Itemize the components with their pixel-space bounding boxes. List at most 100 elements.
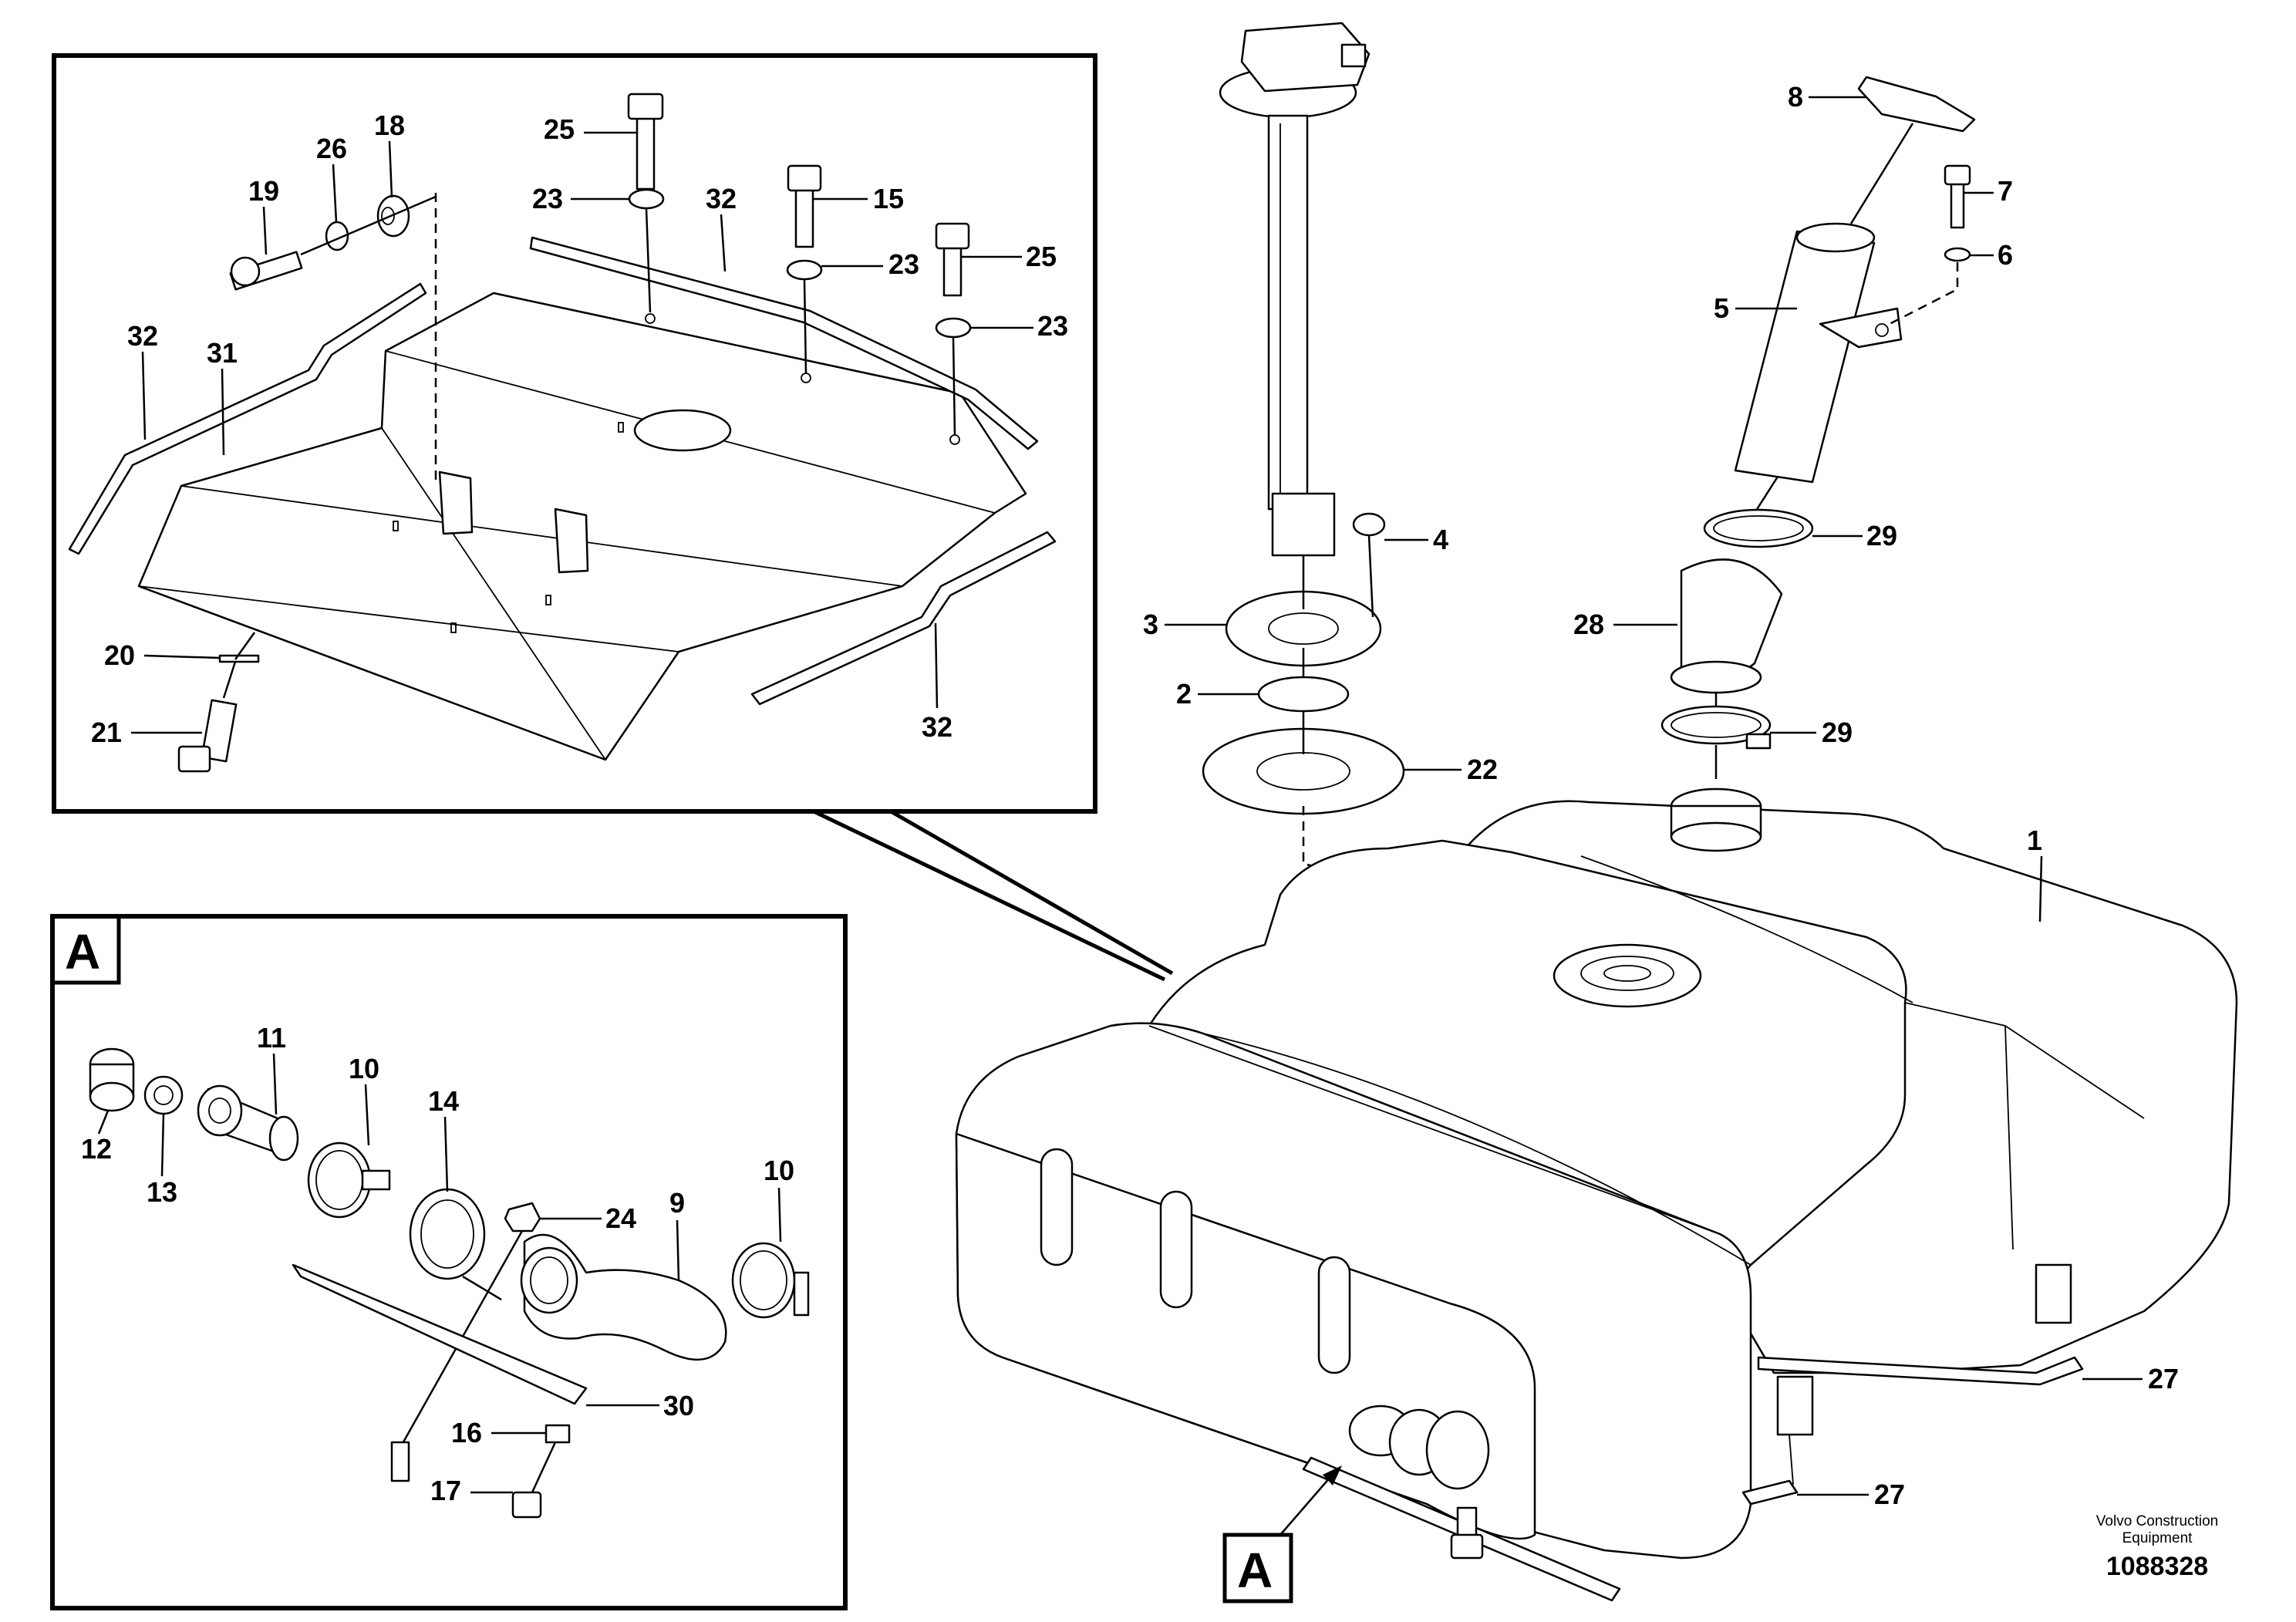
callout-12: 12 bbox=[81, 1110, 112, 1165]
callout-31: 31 bbox=[207, 337, 238, 456]
gasket-13 bbox=[143, 1075, 184, 1115]
tank-strap-27-front bbox=[1741, 1375, 1814, 1506]
svg-text:27: 27 bbox=[2148, 1363, 2179, 1394]
drawing-number: 1088328 bbox=[2106, 1552, 2208, 1581]
svg-text:29: 29 bbox=[1822, 717, 1853, 748]
callout-4: 4 bbox=[1384, 524, 1448, 555]
filler-cap-12 bbox=[89, 1047, 135, 1112]
shim-20 bbox=[218, 654, 260, 663]
svg-text:26: 26 bbox=[316, 133, 347, 164]
svg-text:2: 2 bbox=[1176, 678, 1192, 710]
callout-11: 11 bbox=[257, 1022, 286, 1115]
svg-text:12: 12 bbox=[81, 1133, 112, 1165]
bolt-7 bbox=[1944, 164, 1971, 229]
company-name-line1: Volvo Construction bbox=[2096, 1513, 2218, 1529]
svg-text:14: 14 bbox=[428, 1085, 459, 1117]
callout-14: 14 bbox=[428, 1085, 459, 1192]
svg-text:23: 23 bbox=[888, 248, 919, 280]
svg-text:13: 13 bbox=[147, 1176, 177, 1208]
svg-text:9: 9 bbox=[669, 1187, 685, 1219]
callout-29-lower: 29 bbox=[1770, 717, 1853, 748]
svg-text:25: 25 bbox=[544, 113, 575, 145]
svg-text:3: 3 bbox=[1143, 609, 1158, 640]
svg-text:6: 6 bbox=[1998, 239, 2013, 271]
callout-10-left: 10 bbox=[349, 1053, 379, 1146]
callout-26: 26 bbox=[316, 133, 347, 223]
filler-tube-5 bbox=[1734, 222, 1903, 484]
svg-text:1: 1 bbox=[2027, 824, 2042, 856]
company-name-line2: Equipment bbox=[2122, 1530, 2193, 1546]
washer-26 bbox=[325, 221, 349, 251]
callout-29-upper: 29 bbox=[1812, 520, 1897, 551]
callout-24: 24 bbox=[540, 1202, 636, 1234]
callout-32-right: 32 bbox=[922, 622, 952, 743]
callout-30: 30 bbox=[586, 1390, 694, 1421]
svg-text:32: 32 bbox=[127, 320, 158, 352]
callout-7: 7 bbox=[1964, 175, 2013, 207]
bolt-19 bbox=[229, 251, 303, 291]
fuel-level-sender bbox=[1219, 22, 1371, 557]
washer-23-right bbox=[935, 317, 972, 339]
callout-28: 28 bbox=[1573, 609, 1677, 640]
spacer-16 bbox=[544, 1424, 571, 1444]
svg-text:16: 16 bbox=[451, 1417, 482, 1448]
svg-text:A: A bbox=[1237, 1543, 1273, 1598]
svg-text:5: 5 bbox=[1714, 292, 1729, 324]
filler-hose-28 bbox=[1670, 558, 1783, 694]
svg-text:4: 4 bbox=[1433, 524, 1448, 555]
callout-15: 15 bbox=[813, 183, 904, 214]
bolt-25-right bbox=[935, 222, 970, 297]
hose-clamp-29-lower bbox=[1660, 705, 1772, 750]
guard-plate-inset: 25 23 15 23 25 23 32 19 bbox=[52, 53, 1174, 982]
callout-22: 22 bbox=[1404, 754, 1498, 785]
svg-text:28: 28 bbox=[1573, 609, 1604, 640]
callout-27-front: 27 bbox=[1797, 1479, 1905, 1510]
filler-neck-11 bbox=[197, 1084, 299, 1162]
filler-cap-8 bbox=[1857, 76, 1976, 133]
hose-clamp-29-upper bbox=[1703, 508, 1814, 548]
filler-hose-9 bbox=[520, 1233, 727, 1361]
detail-marker-a: A bbox=[1222, 1465, 1342, 1603]
callout-9: 9 bbox=[669, 1187, 685, 1281]
bolt-17 bbox=[511, 1442, 557, 1519]
callout-23-left: 23 bbox=[532, 183, 629, 214]
callout-20: 20 bbox=[104, 639, 221, 671]
callout-23-right: 23 bbox=[970, 310, 1068, 342]
svg-text:32: 32 bbox=[922, 711, 952, 743]
callout-2: 2 bbox=[1176, 678, 1259, 710]
callout-3: 3 bbox=[1143, 609, 1226, 640]
screw-4 bbox=[1352, 512, 1386, 618]
rubber-strip-32-left bbox=[68, 282, 427, 555]
washer-6 bbox=[1944, 247, 1971, 262]
svg-text:18: 18 bbox=[374, 110, 405, 141]
fuel-tank-1 bbox=[955, 787, 2238, 1560]
callout-19: 19 bbox=[248, 175, 279, 255]
washer-23-left bbox=[628, 188, 665, 210]
footer-block: Volvo Construction Equipment 1088328 bbox=[2096, 1513, 2218, 1581]
svg-text:15: 15 bbox=[873, 183, 904, 214]
detail-view-a: A bbox=[50, 914, 848, 1610]
svg-text:11: 11 bbox=[257, 1022, 286, 1054]
rubber-strip-32-right bbox=[750, 531, 1057, 706]
svg-text:31: 31 bbox=[207, 337, 238, 369]
callout-10-right: 10 bbox=[764, 1155, 794, 1243]
callout-1: 1 bbox=[2027, 824, 2043, 922]
nut-24 bbox=[504, 1202, 541, 1233]
callout-32-top: 32 bbox=[706, 183, 737, 272]
guard-plate-31 bbox=[137, 292, 1027, 761]
svg-text:32: 32 bbox=[706, 183, 737, 214]
svg-text:23: 23 bbox=[532, 183, 563, 214]
callout-23-mid: 23 bbox=[821, 248, 919, 280]
callout-6: 6 bbox=[1970, 239, 2013, 271]
callout-5: 5 bbox=[1714, 292, 1797, 324]
hose-clamp-10-right bbox=[731, 1242, 810, 1319]
bolt-21 bbox=[177, 699, 238, 773]
svg-text:19: 19 bbox=[248, 175, 279, 207]
svg-text:24: 24 bbox=[605, 1202, 636, 1234]
callout-21: 21 bbox=[91, 717, 202, 748]
callout-32-left: 32 bbox=[127, 320, 158, 440]
callout-25-right: 25 bbox=[961, 241, 1057, 272]
svg-text:23: 23 bbox=[1037, 310, 1068, 342]
callout-8: 8 bbox=[1788, 81, 1866, 113]
svg-text:7: 7 bbox=[1998, 175, 2013, 207]
